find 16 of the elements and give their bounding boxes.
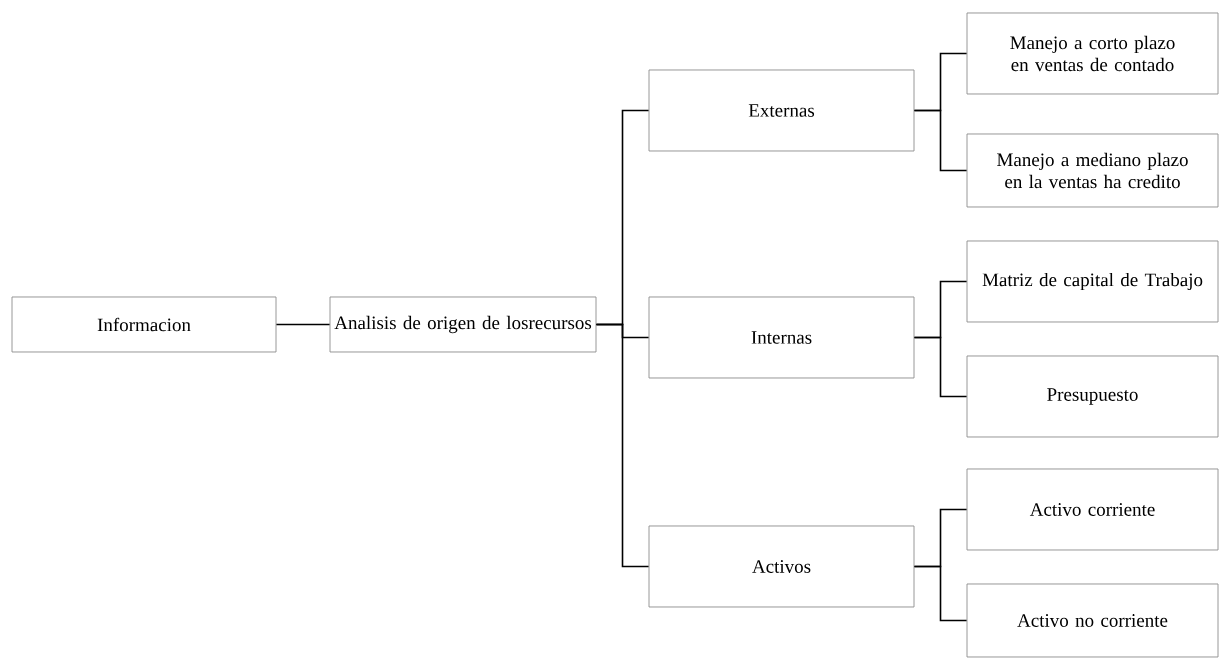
connector xyxy=(913,565,968,622)
box: Matriz de capital de Trabajo xyxy=(966,240,1219,323)
box: Informacion xyxy=(11,296,277,353)
box: Analisis de origen de losrecursos xyxy=(329,296,597,353)
connector xyxy=(595,323,650,568)
box: Activos xyxy=(648,525,915,608)
box: Presupuesto xyxy=(966,355,1219,438)
box: Activo no corriente xyxy=(966,583,1219,658)
connector xyxy=(913,109,968,172)
box: Internas xyxy=(648,296,915,379)
connector xyxy=(913,336,968,398)
box: Manejo a mediano plazo en la ventas ha credito xyxy=(966,133,1219,208)
box: Manejo a corto plazo en ventas de contado xyxy=(966,12,1219,95)
connector xyxy=(275,323,331,326)
box: Externas xyxy=(648,69,915,152)
box: Activo corriente xyxy=(966,468,1219,551)
